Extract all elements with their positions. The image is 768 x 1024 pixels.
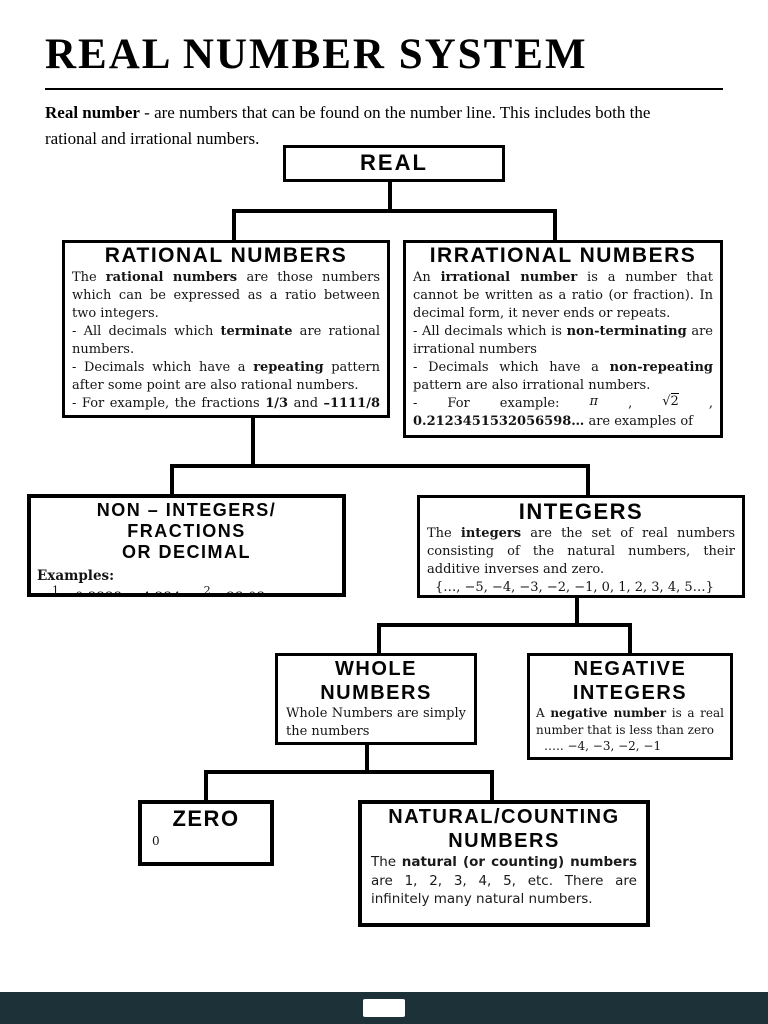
natural-title-line2: NUMBERS (448, 829, 560, 852)
node-natural: NATURAL/COUNTING NUMBERS The natural (or… (358, 800, 650, 927)
connector-line (232, 209, 236, 240)
negative-body: A negative number is a real number that … (536, 706, 725, 737)
node-real: REAL (283, 145, 505, 182)
integers-set: {…, −5, −4, −3, −2, −1, 0, 1, 2, 3, 4, 5… (435, 579, 714, 595)
examples-values: 12 , 0.3333, −4.234, −23 , 23.03 (52, 583, 265, 597)
connector-line (251, 418, 255, 468)
real-label: REAL (360, 150, 428, 175)
natural-title-line1: NATURAL/COUNTING (388, 806, 620, 828)
whole-title-line2: NUMBERS (320, 681, 432, 704)
non-integers-title-line1: NON – INTEGERS/ FRACTIONS (96, 500, 277, 542)
node-zero: ZERO 0 (138, 800, 274, 866)
connector-line (377, 623, 381, 654)
whole-title-line1: WHOLE (335, 658, 417, 680)
negative-sequence: ….. −4, −3, −2, −1 (544, 739, 662, 754)
node-whole: WHOLE NUMBERS Whole Numbers are simply t… (275, 653, 477, 745)
connector-line (365, 745, 369, 774)
natural-body: The natural (or counting) numbers are 1,… (371, 854, 637, 908)
node-non-integers: NON – INTEGERS/ FRACTIONS OR DECIMAL Exa… (27, 494, 346, 597)
zero-value: 0 (152, 833, 160, 848)
connector-line (553, 209, 557, 240)
title-underline (45, 88, 723, 90)
node-rational: RATIONAL NUMBERS The rational numbers ar… (62, 240, 390, 418)
intro-paragraph: Real number - are numbers that can be fo… (45, 103, 651, 148)
negative-title-line2: INTEGERS (572, 681, 688, 704)
connector-line (170, 464, 174, 495)
integers-body: The integers are the set of real numbers… (427, 525, 736, 577)
connector-line (204, 770, 208, 801)
node-negative: NEGATIVE INTEGERS A negative number is a… (527, 653, 733, 760)
connector-line (586, 464, 590, 496)
connector-line (170, 464, 590, 468)
negative-title-line1: NEGATIVE (573, 658, 687, 680)
node-integers: INTEGERS The integers are the set of rea… (417, 495, 745, 598)
connector-line (490, 770, 494, 801)
connector-line (204, 770, 494, 774)
viewer-toolbar (0, 992, 768, 1024)
fullscreen-button[interactable] (363, 999, 405, 1017)
connector-line (388, 182, 392, 212)
rational-title: RATIONAL NUMBERS (104, 244, 348, 267)
page-title: REAL NUMBER SYSTEM (45, 31, 588, 78)
irrational-title: IRRATIONAL NUMBERS (429, 244, 697, 267)
examples-label: Examples: (37, 567, 115, 584)
node-irrational: IRRATIONAL NUMBERS An irrational number … (403, 240, 723, 438)
connector-line (575, 598, 579, 627)
integers-title: INTEGERS (518, 499, 644, 524)
zero-title: ZERO (172, 806, 240, 831)
irrational-body: An irrational number is a number that ca… (413, 269, 713, 429)
whole-body: Whole Numbers are simply the numbers (286, 706, 466, 740)
rational-body: The rational numbers are those numbers w… (72, 269, 380, 415)
connector-line (377, 623, 632, 627)
non-integers-title-line2: OR DECIMAL (122, 542, 251, 563)
connector-line (232, 209, 557, 213)
connector-line (628, 623, 632, 654)
